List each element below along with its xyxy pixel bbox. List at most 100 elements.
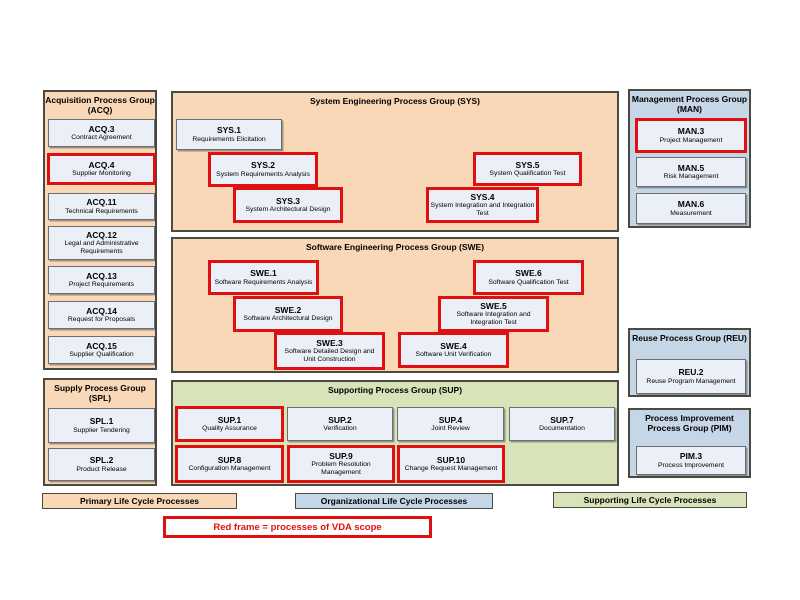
process-name: Software Unit Verification	[415, 351, 492, 359]
process-box-sup10-vda: SUP.10 Change Request Management	[397, 445, 505, 483]
process-code: PIM.3	[679, 451, 703, 462]
process-box-acq4-vda: ACQ.4 Supplier Monitoring	[47, 153, 156, 185]
process-box-sup9-vda: SUP.9 Problem Resolution Management	[287, 445, 395, 483]
process-box-sup8-vda: SUP.8 Configuration Management	[175, 445, 284, 483]
process-box-acq3: ACQ.3 Contract Agreement	[48, 119, 155, 147]
sup-group-title: Supporting Process Group (SUP)	[327, 385, 463, 395]
process-box-sup1-vda: SUP.1 Quality Assurance	[175, 406, 284, 442]
process-name: Project Requirements	[68, 281, 135, 289]
process-name: Software Requirements Analysis	[214, 278, 313, 286]
process-name: Configuration Management	[188, 465, 271, 473]
process-box-man3-vda: MAN.3 Project Management	[635, 118, 747, 153]
process-code: SUP.4	[438, 414, 463, 425]
legend-primary-life-cycle: Primary Life Cycle Processes	[42, 493, 237, 509]
process-name: Quality Assurance	[202, 425, 257, 433]
process-name: Supplier Monitoring	[72, 170, 131, 178]
process-name: System Requirements Analysis	[216, 170, 310, 178]
process-name: Documentation	[539, 425, 585, 433]
process-code: SYS.5	[515, 159, 540, 170]
process-code: ACQ.15	[86, 340, 117, 351]
process-box-man5: MAN.5 Risk Management	[636, 157, 746, 187]
process-box-acq13: ACQ.13 Project Requirements	[48, 266, 155, 294]
process-name: Joint Review	[431, 425, 470, 433]
sup-group-panel: Supporting Process Group (SUP) SUP.1 Qua…	[171, 380, 619, 486]
process-code: SWE.6	[515, 268, 542, 279]
process-box-swe5-vda: SWE.5 Software Integration and Integrati…	[438, 296, 549, 332]
process-code: SWE.1	[250, 268, 277, 279]
process-name: System Architectural Design	[245, 206, 331, 214]
process-code: SWE.3	[316, 337, 343, 348]
process-name: Supplier Qualification	[69, 351, 134, 359]
process-box-acq14: ACQ.14 Request for Proposals	[48, 301, 155, 329]
process-name: Reuse Program Management	[646, 377, 736, 385]
swe-group-title: Software Engineering Process Group (SWE)	[305, 242, 485, 252]
process-name: Request for Proposals	[67, 316, 136, 324]
process-box-acq12: ACQ.12 Legal and Administrative Requirem…	[48, 226, 155, 260]
process-code: ACQ.12	[86, 229, 117, 240]
swe-group-panel: Software Engineering Process Group (SWE)…	[171, 237, 619, 373]
sys-group-panel: System Engineering Process Group (SYS) S…	[171, 91, 619, 232]
process-code: ACQ.11	[86, 197, 117, 208]
process-name: Measurement	[670, 209, 712, 217]
legend-organizational-label: Organizational Life Cycle Processes	[320, 496, 468, 506]
pim-group-title: Process Improvement Process Group (PIM)	[645, 413, 734, 434]
process-code: SWE.2	[274, 304, 302, 315]
process-code: SUP.2	[328, 414, 352, 425]
legend-vda-scope-label: Red frame = processes of VDA scope	[213, 521, 382, 533]
process-code: SYS.1	[216, 125, 242, 136]
process-name: Problem Resolution Management	[311, 461, 371, 477]
process-box-sup2: SUP.2 Verification	[287, 407, 393, 441]
process-code: SUP.1	[217, 414, 242, 425]
process-box-sup7: SUP.7 Documentation	[509, 407, 615, 441]
process-name: Process Improvement	[657, 461, 725, 469]
process-box-sys3-vda: SYS.3 System Architectural Design	[233, 187, 343, 223]
pim-group-panel: Process Improvement Process Group (PIM) …	[628, 408, 751, 478]
process-code: SYS.4	[470, 191, 495, 202]
legend-supporting-label: Supporting Life Cycle Processes	[583, 495, 717, 505]
man-group-title: Management Process Group (MAN)	[631, 94, 748, 115]
process-box-swe4-vda: SWE.4 Software Unit Verification	[398, 332, 509, 368]
process-code: SUP.10	[436, 454, 466, 465]
process-code: ACQ.3	[88, 123, 115, 134]
process-box-sup4: SUP.4 Joint Review	[397, 407, 504, 441]
process-box-acq11: ACQ.11 Technical Requirements	[48, 193, 155, 220]
spl-group-title: Supply Process Group (SPL)	[54, 383, 146, 404]
process-box-swe1-vda: SWE.1 Software Requirements Analysis	[208, 260, 319, 295]
process-box-sys2-vda: SYS.2 System Requirements Analysis	[208, 152, 318, 187]
acq-group-title: Acquisition Process Group (ACQ)	[45, 95, 155, 116]
process-name: Software Integration and Integration Tes…	[456, 311, 531, 327]
process-code: SYS.3	[275, 195, 301, 206]
process-name: Project Management	[659, 136, 723, 144]
process-name: Software Detailed Design and Unit Constr…	[284, 348, 375, 364]
process-box-swe3-vda: SWE.3 Software Detailed Design and Unit …	[274, 332, 385, 370]
process-box-pim3: PIM.3 Process Improvement	[636, 446, 746, 475]
process-box-sys4-vda: SYS.4 System Integration and Integration…	[426, 187, 539, 223]
process-name: Software Qualification Test	[488, 278, 569, 286]
process-name: Technical Requirements	[65, 207, 138, 215]
process-name: Contract Agreement	[71, 134, 132, 142]
process-name: Change Request Management	[404, 465, 498, 473]
process-code: SUP.8	[217, 454, 242, 465]
process-code: MAN.6	[677, 199, 705, 210]
process-name: Product Release	[76, 465, 127, 473]
sys-group-title: System Engineering Process Group (SYS)	[309, 96, 481, 106]
process-code: SPL.2	[89, 455, 114, 466]
process-code: SPL.1	[89, 416, 114, 427]
acq-group-panel: Acquisition Process Group (ACQ) ACQ.3 Co…	[43, 90, 157, 370]
process-name: Legal and Administrative Requirements	[64, 240, 139, 256]
process-code: MAN.5	[677, 162, 705, 173]
process-box-acq15: ACQ.15 Supplier Qualification	[48, 336, 155, 364]
process-box-man6: MAN.6 Measurement	[636, 193, 746, 224]
process-box-swe2-vda: SWE.2 Software Architectural Design	[233, 296, 343, 332]
process-name: Software Architectural Design	[243, 315, 333, 323]
legend-supporting-life-cycle: Supporting Life Cycle Processes	[553, 492, 747, 508]
process-code: ACQ.14	[86, 305, 117, 316]
legend-primary-label: Primary Life Cycle Processes	[79, 496, 200, 506]
legend-organizational-life-cycle: Organizational Life Cycle Processes	[295, 493, 493, 509]
process-code: ACQ.4	[88, 159, 115, 170]
process-code: SUP.7	[550, 414, 574, 425]
process-name: Requirements Elicitation	[192, 135, 266, 143]
process-name: System Qualification Test	[489, 170, 566, 178]
process-name: Verification	[323, 425, 357, 433]
process-box-sys5-vda: SYS.5 System Qualification Test	[473, 152, 582, 186]
